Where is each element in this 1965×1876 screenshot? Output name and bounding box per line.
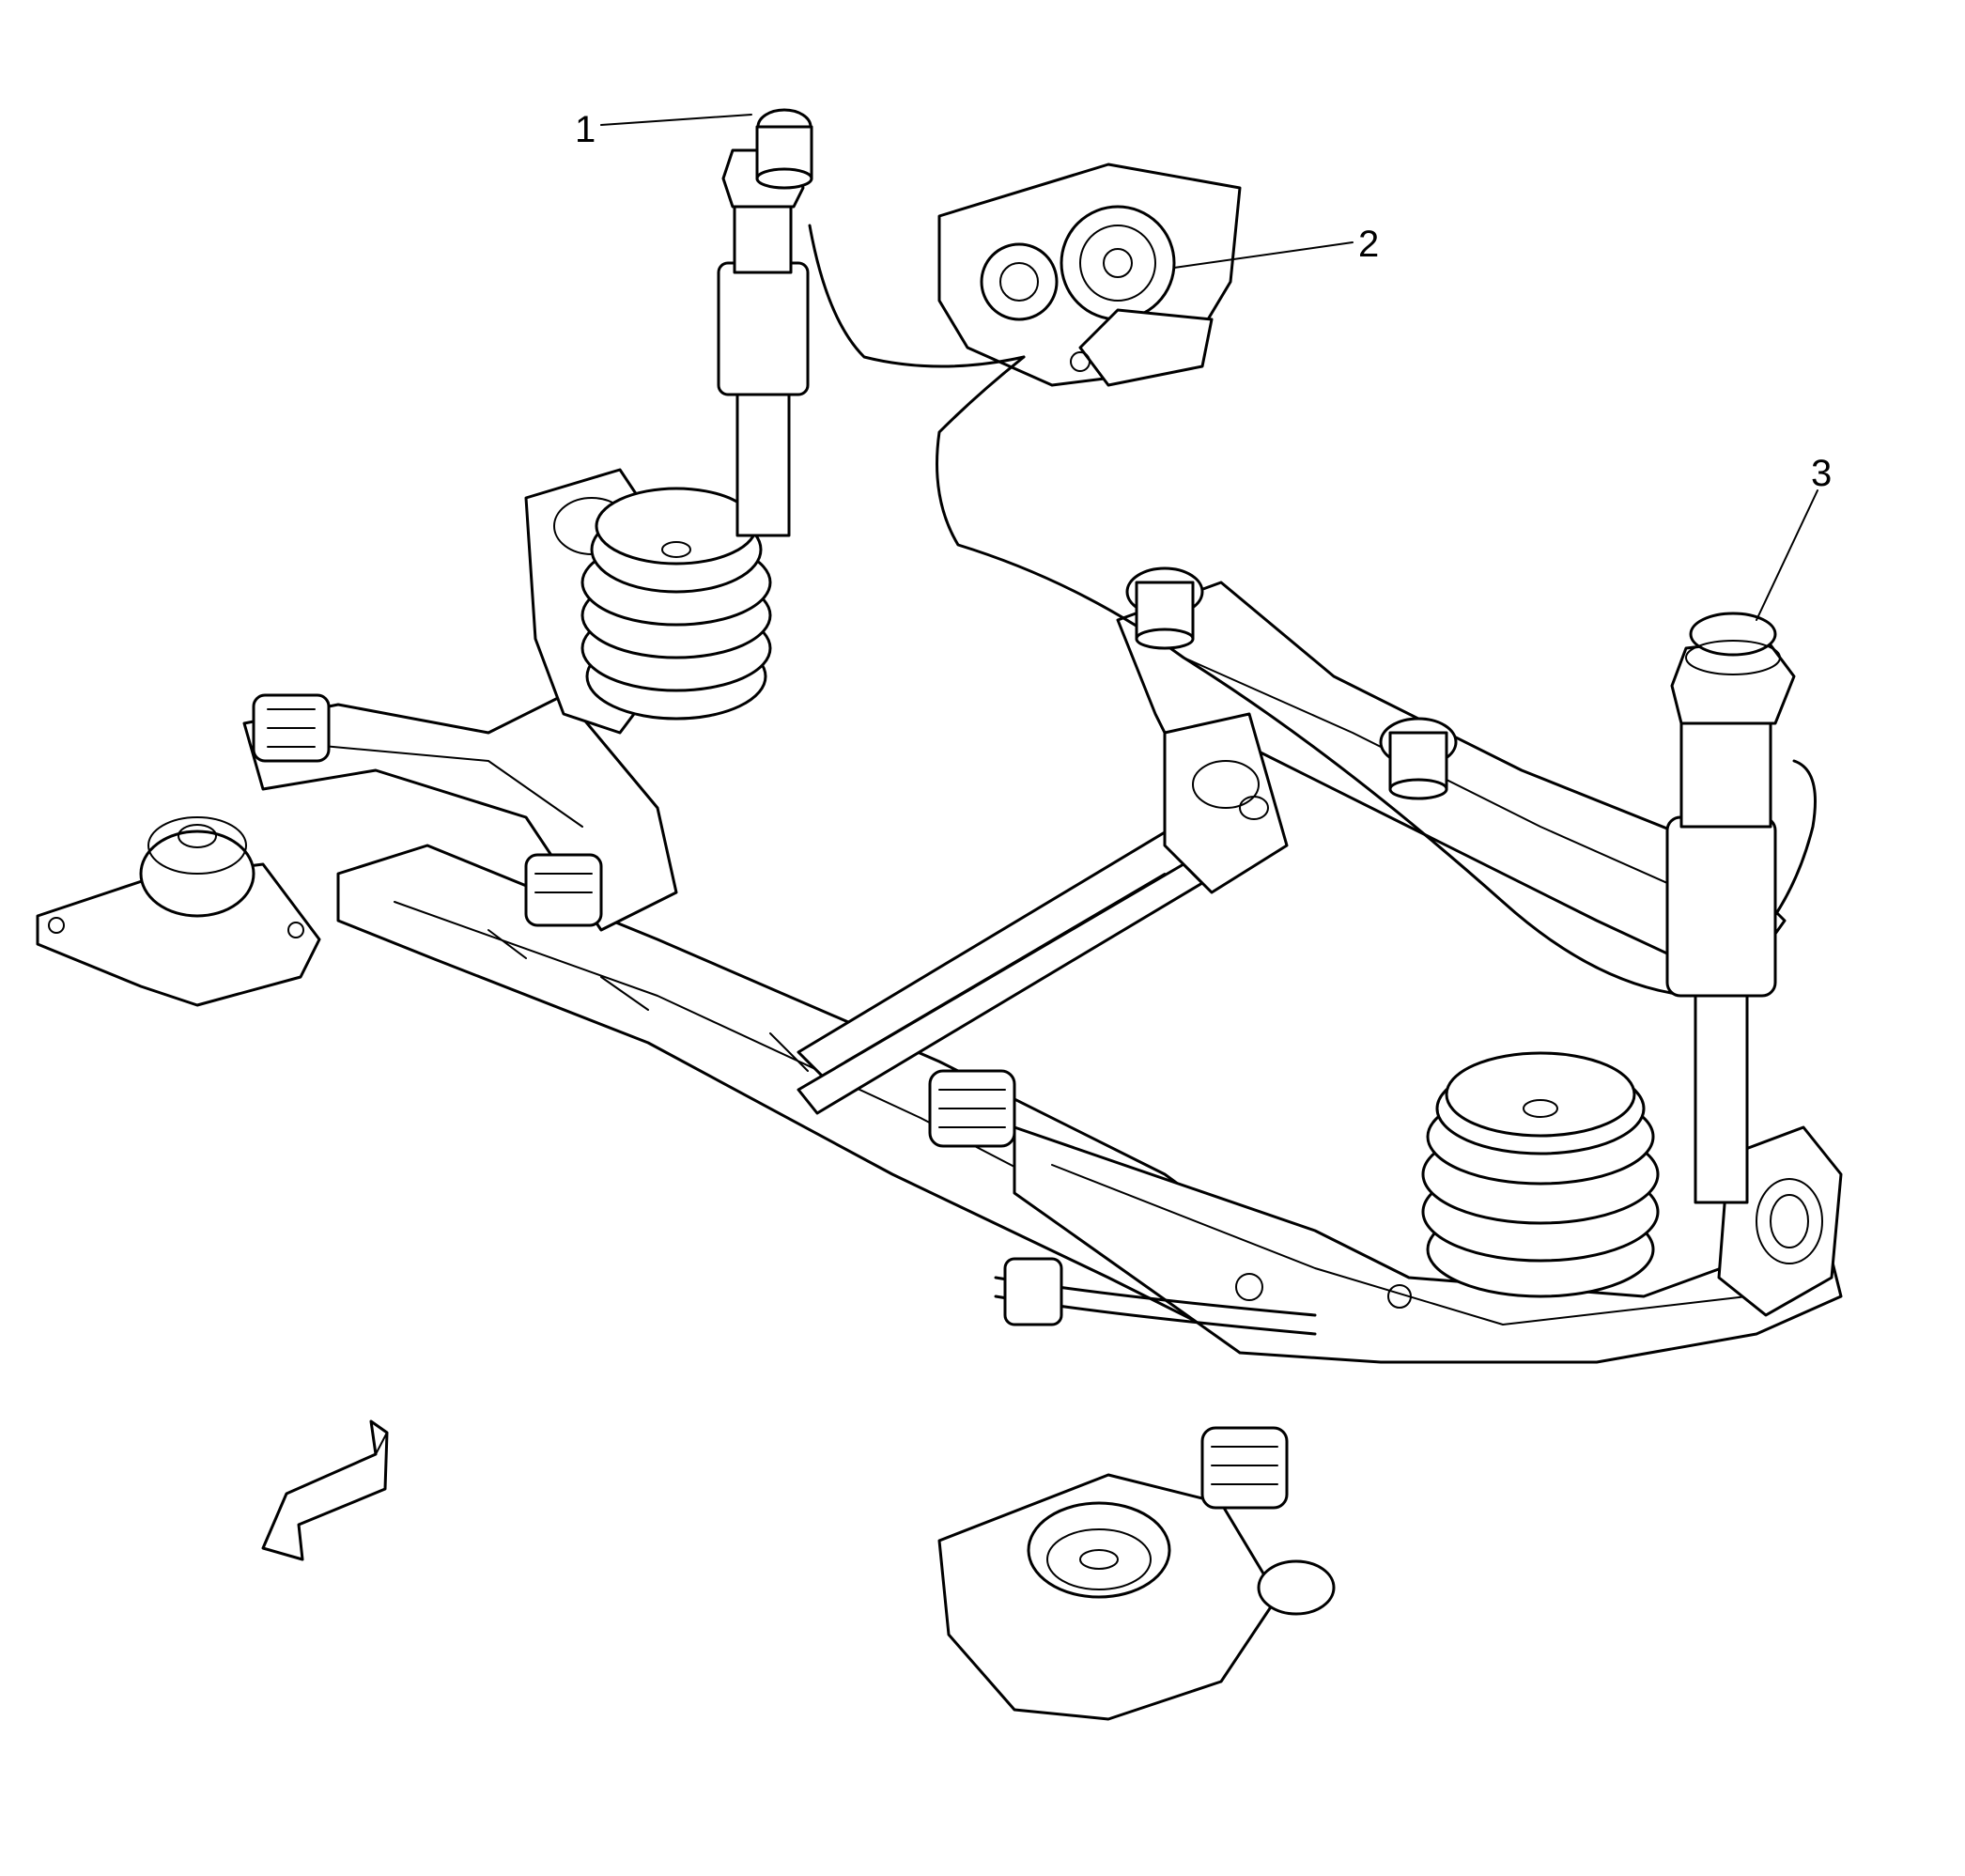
right-air-shock — [1665, 612, 1796, 1204]
right-bushing — [1200, 1426, 1289, 1510]
front-left-mount — [36, 816, 321, 1007]
front-direction-arrow — [261, 1419, 389, 1561]
rear-mount-lower — [1379, 717, 1458, 800]
callout-2-leader — [1173, 241, 1354, 269]
right-rear-knuckle — [1717, 1125, 1843, 1317]
air-compressor — [937, 163, 1242, 387]
left-coil-spring — [580, 487, 772, 721]
callout-1-leader — [600, 114, 752, 126]
callout-3-leader — [1756, 489, 1818, 621]
left-air-shock — [717, 108, 813, 537]
rear-cross-beam — [797, 825, 1214, 1115]
callout-1: 1 — [575, 109, 596, 150]
right-lower-control-arm — [1013, 1125, 1843, 1364]
right-coil-spring — [1421, 1051, 1660, 1298]
left-bushing — [524, 853, 603, 927]
rear-bottom-mount — [937, 1473, 1336, 1721]
callout-3: 3 — [1811, 453, 1833, 494]
callout-2: 2 — [1358, 224, 1380, 265]
center-bushing — [928, 1069, 1016, 1148]
stabilizer-bar — [994, 1257, 1317, 1336]
rear-mount-upper — [1125, 566, 1204, 650]
